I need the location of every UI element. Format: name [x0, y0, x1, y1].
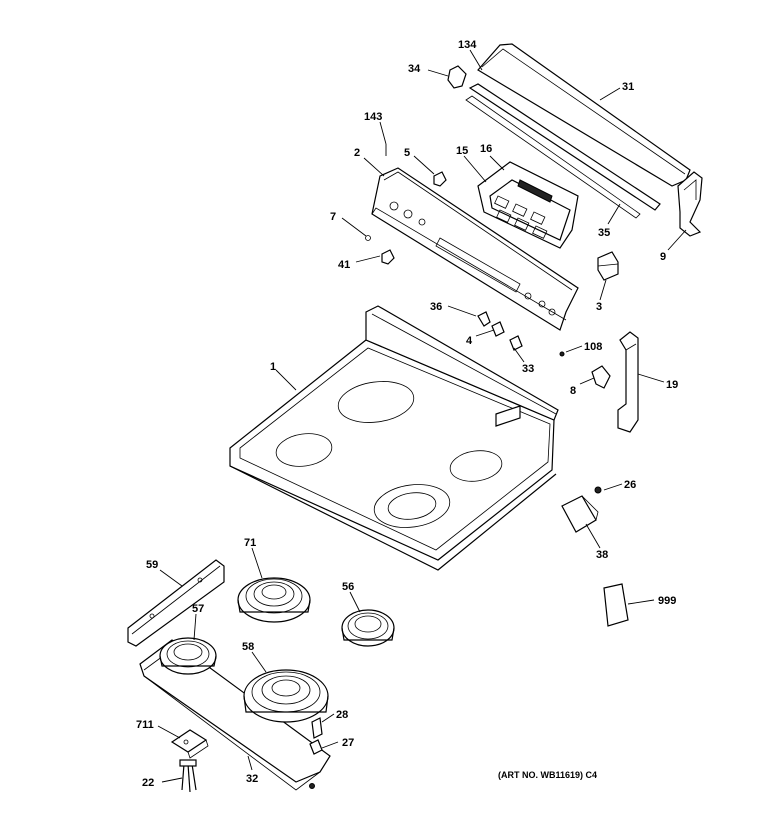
callout-134: 134 — [458, 39, 477, 51]
callout-5: 5 — [404, 147, 410, 159]
callout-57: 57 — [192, 603, 204, 615]
callout-143: 143 — [364, 111, 382, 123]
callout-28: 28 — [336, 709, 348, 721]
backguard-panel — [371, 167, 579, 331]
callout-71: 71 — [244, 537, 256, 549]
wire-harness-22 — [179, 759, 197, 793]
callout-35: 35 — [598, 227, 610, 239]
rail-59 — [127, 559, 225, 647]
callout-711: 711 — [136, 719, 154, 731]
clip-34 — [447, 65, 467, 89]
callout-19: 19 — [666, 379, 678, 391]
clip-8 — [591, 365, 611, 389]
art-number: (ART NO. WB11619) C4 — [498, 770, 597, 780]
surface-element-71 — [237, 577, 311, 623]
callout-labels: 134 31 34 143 2 5 15 16 7 35 9 41 3 36 4… — [136, 39, 678, 789]
clip-27 — [309, 739, 323, 755]
surface-element-56 — [341, 609, 395, 647]
callout-27: 27 — [342, 737, 354, 749]
end-cap-9 — [677, 171, 703, 237]
part-33 — [509, 335, 523, 351]
leader-lines — [157, 49, 687, 783]
callout-22: 22 — [142, 777, 154, 789]
callout-1: 1 — [270, 361, 276, 373]
callout-2: 2 — [354, 147, 360, 159]
knob-41 — [381, 249, 395, 265]
support-tray-32 — [139, 639, 331, 791]
control-board — [477, 161, 579, 249]
terminal-block-28 — [311, 717, 323, 739]
cooktop-main-top — [229, 305, 559, 571]
callout-3: 3 — [596, 301, 602, 313]
callout-34: 34 — [408, 63, 421, 75]
bracket-711 — [170, 729, 209, 759]
callout-41: 41 — [338, 259, 350, 271]
callout-59: 59 — [146, 559, 158, 571]
callout-16: 16 — [480, 143, 492, 155]
surface-element-58 — [243, 669, 329, 723]
callout-31: 31 — [622, 81, 634, 93]
callout-9: 9 — [660, 251, 666, 263]
bracket-38 — [561, 495, 599, 533]
callout-58: 58 — [242, 641, 254, 653]
callout-56: 56 — [342, 581, 354, 593]
surface-element-57 — [159, 637, 217, 675]
top-trim-strip — [465, 43, 691, 219]
screw-bottom — [309, 783, 315, 789]
callout-33: 33 — [522, 363, 534, 375]
callout-32: 32 — [246, 773, 258, 785]
callout-4: 4 — [466, 335, 473, 347]
callout-8: 8 — [570, 385, 576, 397]
part-36 — [477, 311, 491, 327]
callout-38: 38 — [596, 549, 608, 561]
callout-108: 108 — [584, 341, 602, 353]
screw-7 — [365, 235, 371, 241]
part-108 — [559, 351, 565, 357]
callout-7: 7 — [330, 211, 336, 223]
callout-26: 26 — [624, 479, 636, 491]
literature-999 — [603, 583, 629, 627]
knob-5 — [433, 171, 447, 187]
side-bracket-19 — [617, 331, 639, 433]
callout-36: 36 — [430, 301, 442, 313]
part-4 — [491, 321, 505, 337]
callout-999: 999 — [658, 595, 676, 607]
switch-3 — [597, 251, 619, 281]
grommet-26 — [594, 486, 602, 494]
callout-15: 15 — [456, 145, 468, 157]
